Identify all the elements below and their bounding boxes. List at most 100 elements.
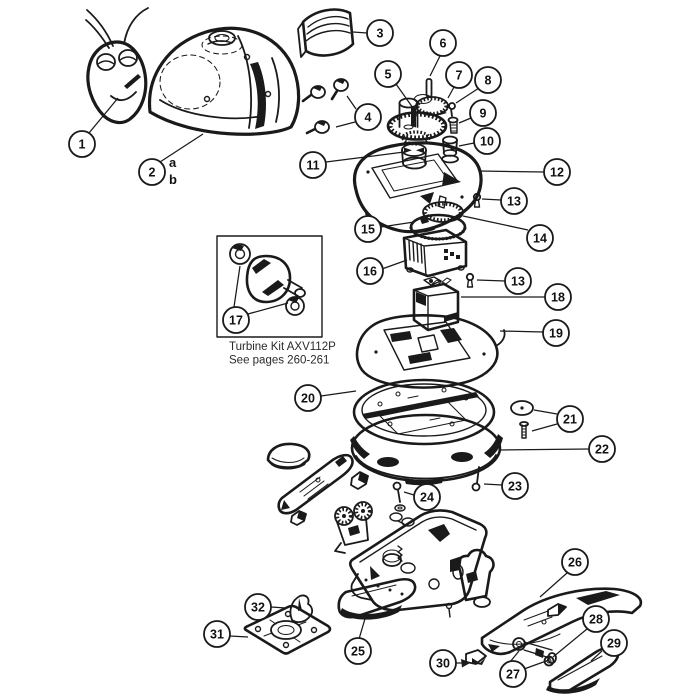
svg-text:13: 13 [511, 275, 525, 289]
svg-text:29: 29 [607, 637, 621, 651]
svg-text:28: 28 [589, 613, 603, 627]
svg-text:32: 32 [251, 601, 265, 615]
svg-text:16: 16 [363, 265, 377, 279]
part-vane [297, 8, 355, 58]
part-screw-8 [448, 102, 456, 117]
sub-label-a: a [169, 155, 177, 170]
callout-20: 20 [294, 384, 322, 412]
callouts: 1 2 3 4 5 6 7 8 9 10 11 12 13 14 15 16 1… [68, 19, 628, 688]
part-mounting-plate [243, 604, 332, 655]
svg-text:12: 12 [550, 166, 564, 180]
part-roller-bracket-left [334, 501, 373, 554]
leader-lines [88, 31, 603, 670]
callout-14: 14 [526, 224, 554, 252]
part-axle-assembly [512, 637, 557, 664]
part-gear [413, 93, 449, 116]
part-skid-front [337, 577, 417, 620]
svg-text:1: 1 [79, 138, 86, 152]
callout-13b: 13 [504, 267, 532, 295]
part-wing-shoe-left [266, 442, 311, 470]
part-coupler [423, 276, 442, 286]
svg-text:26: 26 [568, 556, 582, 570]
svg-text:17: 17 [229, 314, 243, 328]
callout-17: 17 [222, 306, 250, 334]
svg-text:6: 6 [440, 37, 447, 51]
svg-text:23: 23 [508, 480, 522, 494]
callout-28: 28 [582, 605, 610, 633]
part-base-plate [352, 378, 496, 446]
svg-text:10: 10 [480, 135, 494, 149]
svg-text:14: 14 [533, 232, 547, 246]
callout-22: 22 [588, 435, 616, 463]
callout-32: 32 [244, 593, 272, 621]
callout-8: 8 [474, 66, 502, 94]
svg-text:9: 9 [480, 107, 487, 121]
svg-text:30: 30 [436, 657, 450, 671]
callout-26: 26 [561, 548, 589, 576]
callout-25: 25 [344, 637, 372, 665]
svg-text:21: 21 [563, 413, 577, 427]
svg-text:18: 18 [551, 291, 565, 305]
callout-4: 4 [354, 103, 382, 131]
svg-text:20: 20 [301, 392, 315, 406]
callout-11: 11 [299, 151, 327, 179]
part-bolt-9 [447, 116, 459, 134]
callout-19: 19 [542, 319, 570, 347]
part-turbine-gear-stack [409, 195, 467, 241]
turbine-kit-note-line1: Turbine Kit AXV112P [229, 341, 336, 353]
callout-1: 1 [68, 130, 96, 158]
part-body-shell [147, 26, 301, 136]
callout-18: 18 [544, 283, 572, 311]
part-pin [425, 78, 433, 98]
part-screw-13b [465, 272, 475, 288]
svg-text:8: 8 [485, 74, 492, 88]
svg-text:3: 3 [377, 27, 384, 41]
svg-text:2: 2 [149, 166, 156, 180]
svg-text:31: 31 [210, 628, 224, 642]
part-foot-pad-21 [510, 400, 534, 439]
turbine-kit-note-line2: See pages 260-261 [229, 355, 329, 367]
part-fitting [389, 512, 415, 527]
callout-29: 29 [600, 629, 628, 657]
part-clip-30 [465, 649, 487, 665]
part-clip-a [350, 471, 369, 490]
part-clip-32 [289, 594, 314, 623]
part-screw-23 [471, 466, 481, 492]
part-clip-b [290, 510, 307, 526]
svg-text:25: 25 [351, 645, 365, 659]
callout-15: 15 [354, 215, 382, 243]
part-bumper-ring [350, 413, 503, 486]
part-head-cover [85, 7, 149, 125]
svg-text:4: 4 [365, 111, 372, 125]
svg-text:22: 22 [595, 443, 609, 457]
sub-label-b: b [169, 172, 177, 187]
callout-9: 9 [469, 99, 497, 127]
callout-7: 7 [445, 61, 473, 89]
callout-12: 12 [543, 158, 571, 186]
part-roller-bracket-right [457, 548, 495, 608]
callout-13a: 13 [500, 187, 528, 215]
part-upper-housing [355, 314, 506, 389]
svg-text:5: 5 [385, 68, 392, 82]
callout-10: 10 [473, 127, 501, 155]
svg-text:7: 7 [456, 69, 463, 83]
callout-31: 31 [203, 620, 231, 648]
svg-text:19: 19 [549, 327, 563, 341]
svg-text:13: 13 [507, 195, 521, 209]
callout-21: 21 [556, 405, 584, 433]
callout-30: 30 [429, 649, 457, 677]
callout-16: 16 [356, 257, 384, 285]
callout-2: 2 [138, 158, 166, 186]
turbine-kit-box [216, 235, 323, 338]
svg-text:24: 24 [420, 491, 434, 505]
callout-6: 6 [429, 29, 457, 57]
callout-23: 23 [501, 472, 529, 500]
part-gearbox [402, 228, 468, 278]
part-skid-left [277, 453, 354, 515]
part-screw-13a [472, 192, 482, 208]
callout-3: 3 [366, 19, 394, 47]
svg-text:15: 15 [361, 223, 375, 237]
part-screw-24 [392, 481, 406, 512]
callout-24: 24 [413, 483, 441, 511]
